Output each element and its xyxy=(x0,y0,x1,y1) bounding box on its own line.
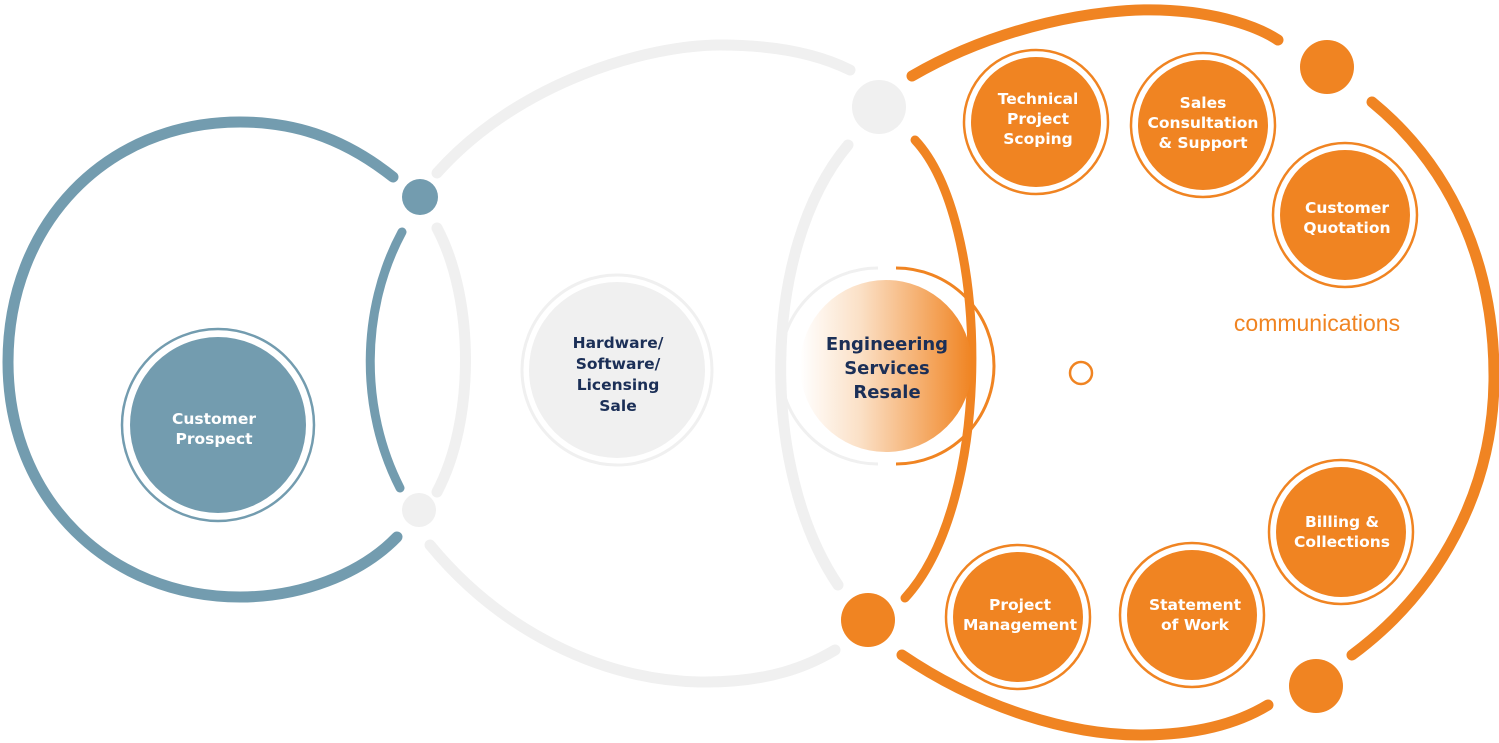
statement-of-work-label-2: of Work xyxy=(1161,616,1230,634)
connector-dot-gray-top xyxy=(852,80,906,134)
connector-dot-orange-bottom-left xyxy=(841,593,895,647)
center-ring-icon xyxy=(1068,360,1094,386)
technical-scoping-label-1: Technical xyxy=(998,90,1079,108)
node-statement-of-work: Statement of Work xyxy=(1118,541,1266,689)
sales-consultation-label-3: & Support xyxy=(1158,134,1248,152)
engineering-resale-label-2: Services xyxy=(844,358,930,379)
connector-dot-orange-top-right xyxy=(1300,40,1354,94)
connector-dot-gray-bottom xyxy=(402,493,436,527)
engineering-resale-label-3: Resale xyxy=(853,382,920,403)
hardware-sale-label-1: Hardware/ xyxy=(573,334,664,352)
node-sales-consultation: Sales Consultation & Support xyxy=(1129,51,1277,199)
node-project-management: Project Management xyxy=(944,543,1092,691)
hardware-sale-label-3: Licensing xyxy=(577,376,660,394)
customer-prospect-label-2: Prospect xyxy=(175,430,253,448)
middle-ring-bottom-arc xyxy=(424,539,841,688)
connector-dot-blue-top xyxy=(402,179,438,215)
node-customer-quotation: Customer Quotation xyxy=(1271,141,1419,289)
billing-collections-label-1: Billing & xyxy=(1305,513,1379,531)
brand-wordmark: communications xyxy=(1234,310,1400,336)
right-ring-right-arc xyxy=(1346,96,1499,661)
hardware-sale-label-2: Software/ xyxy=(576,355,661,373)
left-ring xyxy=(2,116,407,603)
sales-consultation-label-1: Sales xyxy=(1180,94,1227,112)
customer-quotation-label-1: Customer xyxy=(1305,199,1389,217)
node-engineering-resale: Engineering Services Resale xyxy=(778,266,996,466)
connector-dot-orange-bottom-right xyxy=(1289,659,1343,713)
node-customer-prospect: Customer Prospect xyxy=(120,327,316,523)
middle-ring-top-arc xyxy=(431,39,856,179)
statement-of-work-label-1: Statement xyxy=(1149,596,1242,614)
middle-ring-left-arc xyxy=(431,222,471,498)
billing-collections-label-2: Collections xyxy=(1294,533,1390,551)
technical-scoping-label-2: Project xyxy=(1007,110,1070,128)
left-ring-outer-arc xyxy=(2,116,403,603)
engineering-resale-label-1: Engineering xyxy=(826,334,948,355)
project-management-label-1: Project xyxy=(989,596,1052,614)
engineering-resale-orange-arc xyxy=(895,266,996,466)
right-ring-bottom-arc xyxy=(896,649,1274,741)
right-ring-top-arc xyxy=(906,4,1284,82)
hardware-sale-label-4: Sale xyxy=(599,397,636,415)
sales-consultation-label-2: Consultation xyxy=(1148,114,1259,132)
customer-quotation-label-2: Quotation xyxy=(1303,219,1390,237)
left-ring-inner-arc xyxy=(365,227,407,493)
project-management-label-2: Management xyxy=(963,616,1078,634)
node-technical-scoping: Technical Project Scoping xyxy=(962,48,1110,196)
node-hardware-sale: Hardware/ Software/ Licensing Sale xyxy=(520,273,714,467)
customer-prospect-label-1: Customer xyxy=(172,410,256,428)
engineering-resale-gray-arc xyxy=(778,266,879,466)
node-billing-collections: Billing & Collections xyxy=(1267,458,1415,606)
technical-scoping-label-3: Scoping xyxy=(1003,130,1073,148)
